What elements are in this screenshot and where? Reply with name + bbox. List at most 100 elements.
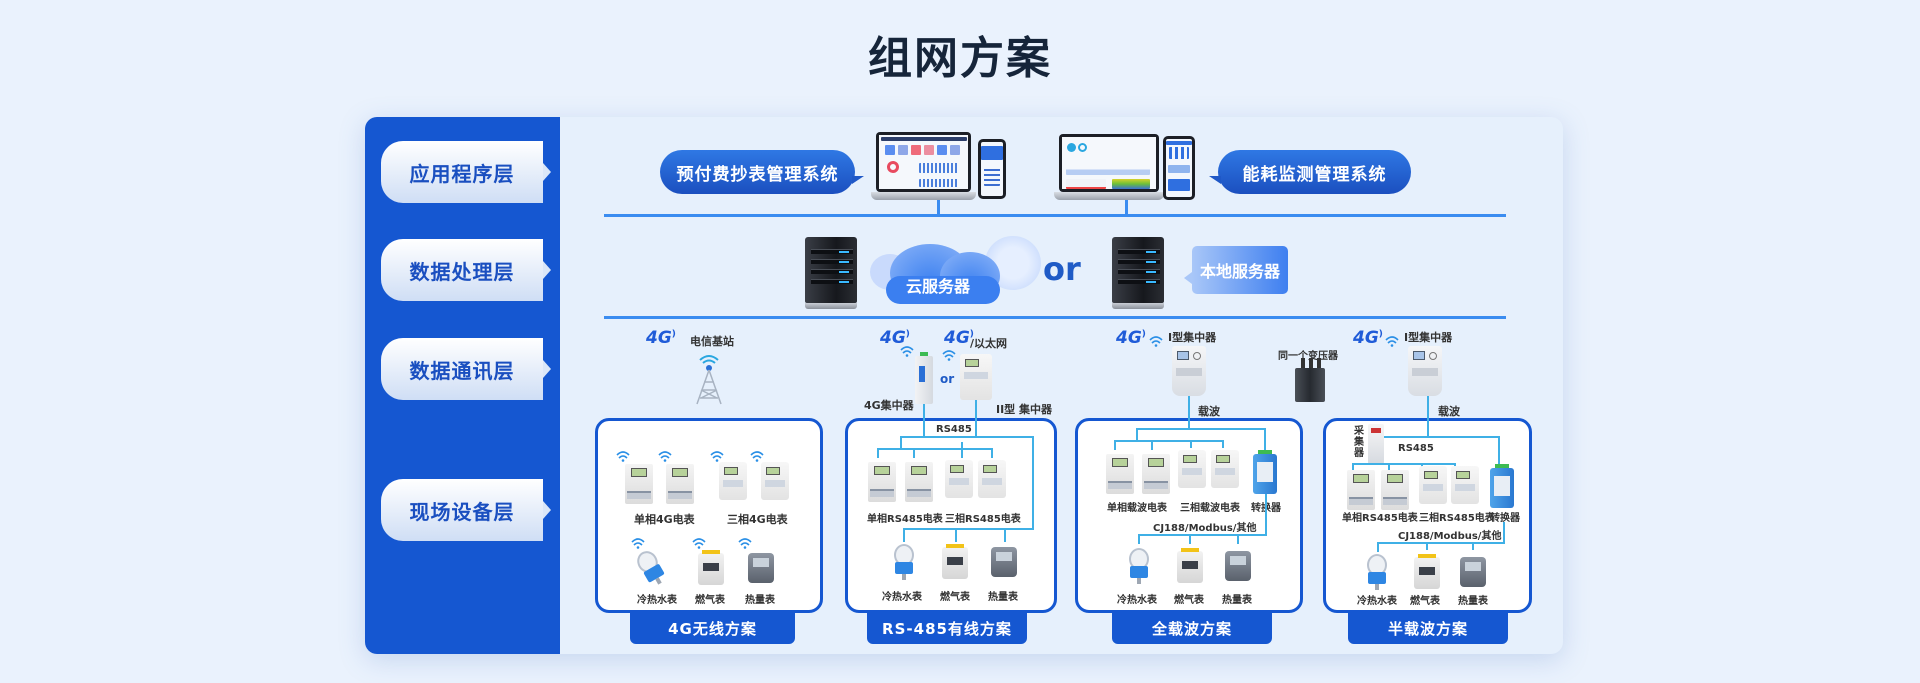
- water-meter-label: 冷热水表: [637, 595, 677, 606]
- wifi-icon: [750, 451, 764, 462]
- collector-label: 采集器: [1354, 426, 1364, 459]
- wifi-icon: [900, 346, 914, 357]
- type2-concentrator-device: [960, 354, 992, 400]
- connector-line: [937, 200, 940, 216]
- 4g-icon: 4G): [1116, 328, 1146, 348]
- three-phase-meter: [1178, 450, 1206, 488]
- type1-concentrator-label: I型集中器: [1404, 331, 1453, 344]
- single-phase-meter: [1106, 454, 1134, 494]
- single-phase-label: 单相4G电表: [634, 513, 695, 526]
- wire: [923, 404, 925, 436]
- base-station-label: 电信基站: [690, 335, 734, 348]
- three-phase-meter: [1419, 466, 1447, 504]
- scheme-name: 4G无线方案: [668, 619, 757, 638]
- scheme-tab-half-carrier: 半载波方案: [1348, 612, 1508, 644]
- scheme-name: 全载波方案: [1151, 619, 1232, 638]
- or-label: or: [1043, 250, 1081, 288]
- converter-device: [1253, 450, 1277, 494]
- water-meter: [893, 544, 915, 580]
- single-phase-meter: [905, 462, 933, 502]
- wire: [1352, 463, 1456, 465]
- protocol-label: CJ188/Modbus/其他: [1153, 523, 1257, 534]
- wire: [1264, 428, 1266, 450]
- scheme-name: RS-485有线方案: [882, 619, 1012, 638]
- layer-tab-field-devices: 现场设备层: [381, 479, 551, 541]
- single-phase-label: 单相RS485电表: [1342, 513, 1418, 524]
- wire: [1472, 542, 1474, 550]
- wifi-icon: [738, 538, 752, 549]
- water-meter: [1128, 548, 1150, 584]
- wire: [1426, 542, 1428, 550]
- layer-label: 现场设备层: [409, 499, 515, 524]
- gas-meter: [1177, 548, 1203, 583]
- wire: [1114, 440, 1116, 450]
- wire: [1004, 528, 1006, 542]
- wire: [1138, 534, 1140, 544]
- 4g-icon: 4G): [646, 328, 676, 348]
- layer-tab-communication: 数据通讯层: [381, 338, 551, 400]
- gas-meter: [942, 544, 968, 579]
- wire: [1138, 534, 1267, 536]
- gas-meter-label: 燃气表: [1410, 596, 1440, 607]
- wire: [1114, 440, 1224, 442]
- phone-icon: [978, 139, 1006, 199]
- wire: [903, 528, 905, 542]
- gas-meter-label: 燃气表: [695, 595, 725, 606]
- gas-meter: [698, 550, 724, 585]
- laptop-icon: [871, 132, 976, 200]
- wifi-icon: [1385, 336, 1399, 347]
- layer-sidebar: 应用程序层 数据处理层 数据通讯层 现场设备层: [365, 117, 560, 654]
- wire: [1380, 436, 1500, 438]
- phone-icon: [1163, 136, 1195, 200]
- cloud-icon: 云服务器: [870, 232, 1041, 304]
- wire: [1151, 440, 1153, 450]
- water-meter-label: 冷热水表: [882, 592, 922, 603]
- bubble-label: 能耗监测管理系统: [1242, 164, 1387, 185]
- wire: [1136, 428, 1266, 430]
- wifi-icon: [710, 451, 724, 462]
- cloud-server-label: 云服务器: [906, 277, 971, 296]
- heat-meter: [743, 553, 779, 583]
- layer-tab-processing: 数据处理层: [381, 239, 551, 301]
- cell-tower-icon: [696, 355, 722, 405]
- wire: [1498, 436, 1500, 466]
- carrier-label: 载波: [1198, 405, 1220, 418]
- 4g-icon: 4G): [1353, 328, 1383, 348]
- three-phase-label: 三相RS485电表: [945, 514, 1021, 525]
- layer-label: 数据处理层: [409, 259, 515, 284]
- type1-concentrator-device: [1172, 346, 1206, 396]
- water-meter-label: 冷热水表: [1117, 595, 1157, 606]
- connector-line: [1125, 200, 1128, 216]
- or-label: or: [940, 372, 955, 386]
- water-meter-label: 冷热水表: [1357, 596, 1397, 607]
- 4g-concentrator-label: 4G集中器: [864, 399, 914, 412]
- prepaid-system-bubble: 预付费抄表管理系统: [660, 150, 864, 194]
- layer-label: 数据通讯层: [409, 358, 515, 383]
- wire: [877, 448, 991, 450]
- scheme-tab-full-carrier: 全载波方案: [1112, 612, 1272, 644]
- 4g-icon: 4G): [880, 328, 910, 348]
- single-phase-label: 单相RS485电表: [867, 514, 943, 525]
- rs485-bus-label: RS485: [1398, 443, 1434, 454]
- heat-meter-label: 热量表: [988, 592, 1018, 603]
- transformer-icon: [1295, 358, 1325, 402]
- wire: [1388, 463, 1390, 471]
- wire: [1190, 440, 1192, 448]
- wire: [1237, 534, 1239, 544]
- scheme-tab-rs485: RS-485有线方案: [867, 612, 1027, 644]
- wire: [900, 436, 902, 448]
- local-server-icon: [1112, 237, 1164, 309]
- converter-label: 转换器: [1490, 513, 1520, 524]
- wire: [1188, 396, 1190, 428]
- wire: [955, 528, 957, 542]
- type1-concentrator-device: [1408, 346, 1442, 396]
- ethernet-label: /以太网: [970, 337, 1008, 350]
- heat-meter: [1220, 551, 1256, 581]
- three-phase-meter: [719, 462, 747, 500]
- layer-tab-application: 应用程序层: [381, 141, 551, 203]
- three-phase-meter: [1451, 466, 1479, 504]
- scheme-name: 半载波方案: [1387, 619, 1468, 638]
- wire: [961, 442, 963, 458]
- gas-meter-label: 燃气表: [1174, 595, 1204, 606]
- three-phase-label: 三相RS485电表: [1419, 513, 1495, 524]
